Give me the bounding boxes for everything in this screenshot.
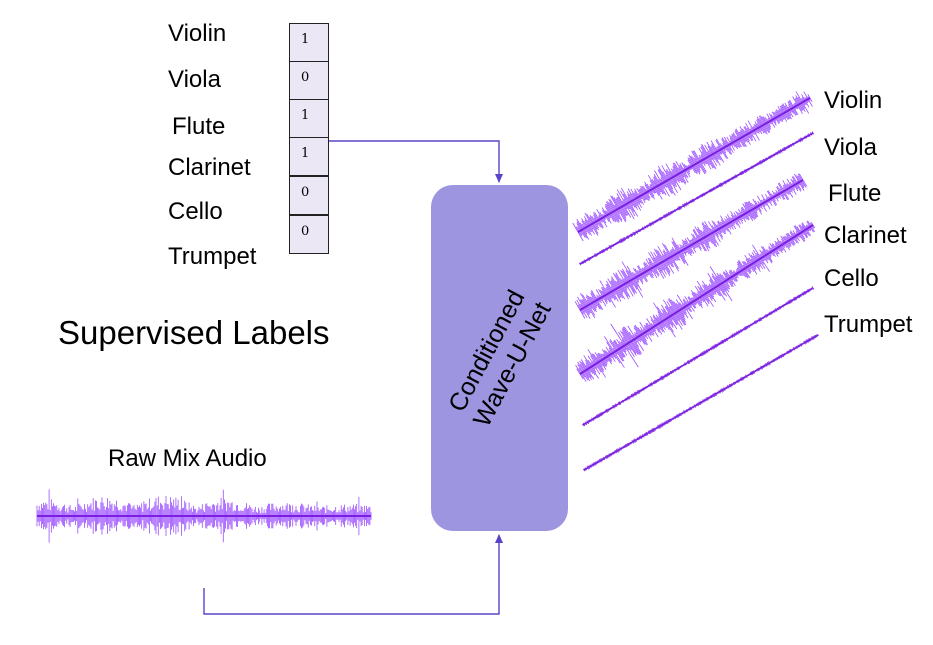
output-label-clarinet: Clarinet (824, 222, 907, 249)
input-label-violin: Violin (168, 20, 227, 47)
onehot-cell-cello: 0 (289, 176, 329, 215)
conditioned-wave-u-net-block: Conditioned Wave-U-Net (431, 185, 568, 531)
audio-to-network-arrow (203, 534, 503, 615)
output-waveform-violin (572, 91, 813, 242)
output-label-flute: Flute (828, 180, 882, 207)
input-label-cello: Cello (168, 198, 223, 225)
onehot-cell-flute: 1 (289, 99, 329, 138)
output-label-cello: Cello (824, 265, 879, 292)
input-label-trumpet: Trumpet (168, 243, 257, 270)
output-label-viola: Viola (824, 134, 877, 161)
mix-waveform-trace (36, 489, 372, 543)
output-label-violin: Violin (824, 87, 883, 114)
label-to-network-arrow (329, 140, 503, 183)
output-waveform-cello (582, 286, 815, 427)
onehot-cell-viola: 0 (289, 61, 329, 100)
output-waveform-trumpet (582, 333, 819, 472)
output-waveform-flute (574, 173, 808, 319)
raw-mix-audio-label: Raw Mix Audio (108, 445, 267, 472)
output-waveform-clarinet (575, 220, 816, 382)
separated-output-waveforms (572, 91, 819, 472)
input-label-clarinet: Clarinet (168, 154, 251, 181)
output-label-trumpet: Trumpet (824, 311, 913, 338)
input-label-viola: Viola (168, 66, 221, 93)
onehot-cell-trumpet: 0 (289, 215, 329, 254)
supervised-labels-title: Supervised Labels (58, 314, 330, 351)
onehot-cell-clarinet: 1 (289, 137, 329, 176)
input-label-flute: Flute (172, 113, 226, 140)
output-waveform-viola (578, 131, 815, 266)
raw-mix-audio-waveform (36, 489, 372, 543)
